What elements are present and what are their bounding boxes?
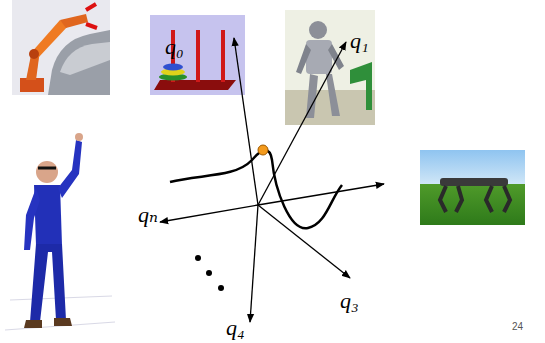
axis-label: q₁ <box>350 30 369 52</box>
axis-label: q₄ <box>226 317 245 339</box>
configuration-space-axes <box>160 38 384 322</box>
axis-label: q₃ <box>340 290 359 312</box>
configuration-point <box>258 145 268 155</box>
axis-label: q₀ <box>165 36 184 58</box>
tower-of-hanoi-picture <box>150 15 245 95</box>
page-number: 24 <box>512 322 523 332</box>
quadruped-robot-picture <box>420 150 525 225</box>
robot-arm-picture <box>12 0 110 95</box>
path-curve <box>170 150 342 228</box>
human-figure-picture <box>5 133 115 330</box>
axis-label: qₙ <box>138 204 158 226</box>
ellipsis-dots <box>195 255 224 291</box>
humanoid-robot-picture <box>285 10 375 125</box>
